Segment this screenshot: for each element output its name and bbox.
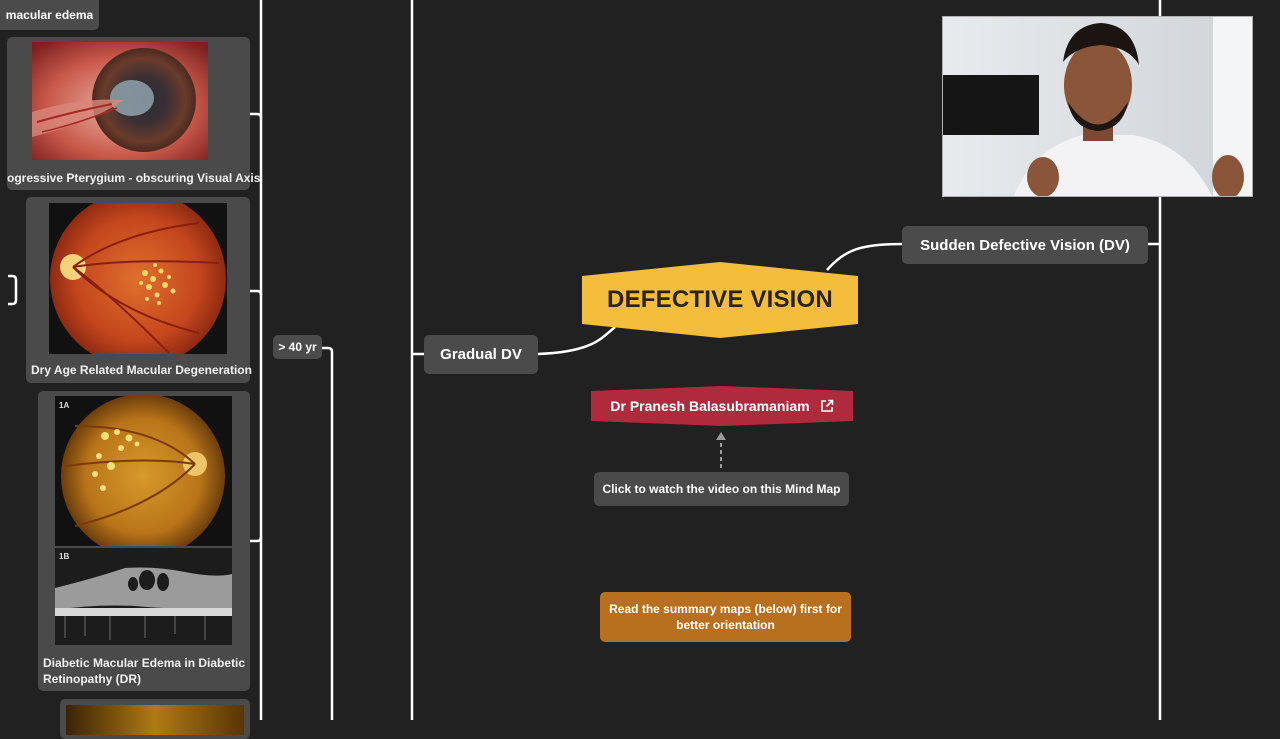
- dme-caption-line-1: Diabetic Macular Edema in Diabetic: [43, 656, 246, 670]
- presenter-video-frame: [943, 17, 1252, 196]
- center-title-shape: [582, 262, 858, 338]
- next-card-partial[interactable]: [60, 699, 250, 739]
- pterygium-image: [32, 42, 208, 160]
- author-link-shape: [591, 386, 853, 426]
- dme-oct-image: 1B: [55, 548, 232, 645]
- video-hint-node[interactable]: Click to watch the video on this Mind Ma…: [594, 472, 849, 506]
- center-title-node[interactable]: DEFECTIVE VISION: [582, 262, 858, 338]
- dry-amd-fundus-image: [49, 203, 227, 354]
- next-card-image: [66, 705, 244, 735]
- dme-caption-line-2: Retinopathy (DR): [43, 672, 141, 686]
- sudden-dv-node[interactable]: Sudden Defective Vision (DV): [902, 226, 1148, 264]
- author-name: Dr Pranesh Balasubramaniam: [610, 398, 810, 414]
- summary-note-node[interactable]: Read the summary maps (below) first for …: [600, 592, 851, 642]
- author-link[interactable]: Dr Pranesh Balasubramaniam: [591, 386, 853, 426]
- dme-card[interactable]: 1A 1B Diabetic Macular Edema in Diabetic…: [38, 391, 250, 691]
- pterygium-caption: ogressive Pterygium - obscuring Visual A…: [7, 171, 261, 185]
- inset-label-b: 1B: [59, 552, 69, 561]
- macular-edema-label[interactable]: macular edema: [0, 0, 99, 30]
- age-over-40-node[interactable]: > 40 yr: [273, 335, 322, 359]
- dme-fundus-image: 1A: [55, 396, 232, 546]
- dry-amd-caption: Dry Age Related Macular Degeneration: [31, 363, 252, 377]
- dry-amd-card[interactable]: Dry Age Related Macular Degeneration: [26, 197, 252, 383]
- pterygium-card[interactable]: ogressive Pterygium - obscuring Visual A…: [7, 37, 260, 190]
- gradual-dv-node[interactable]: Gradual DV: [424, 335, 538, 374]
- webcam-video-overlay[interactable]: [942, 16, 1253, 197]
- inset-label-a: 1A: [59, 401, 69, 410]
- external-link-icon: [820, 399, 833, 412]
- center-title-text: DEFECTIVE VISION: [607, 286, 833, 313]
